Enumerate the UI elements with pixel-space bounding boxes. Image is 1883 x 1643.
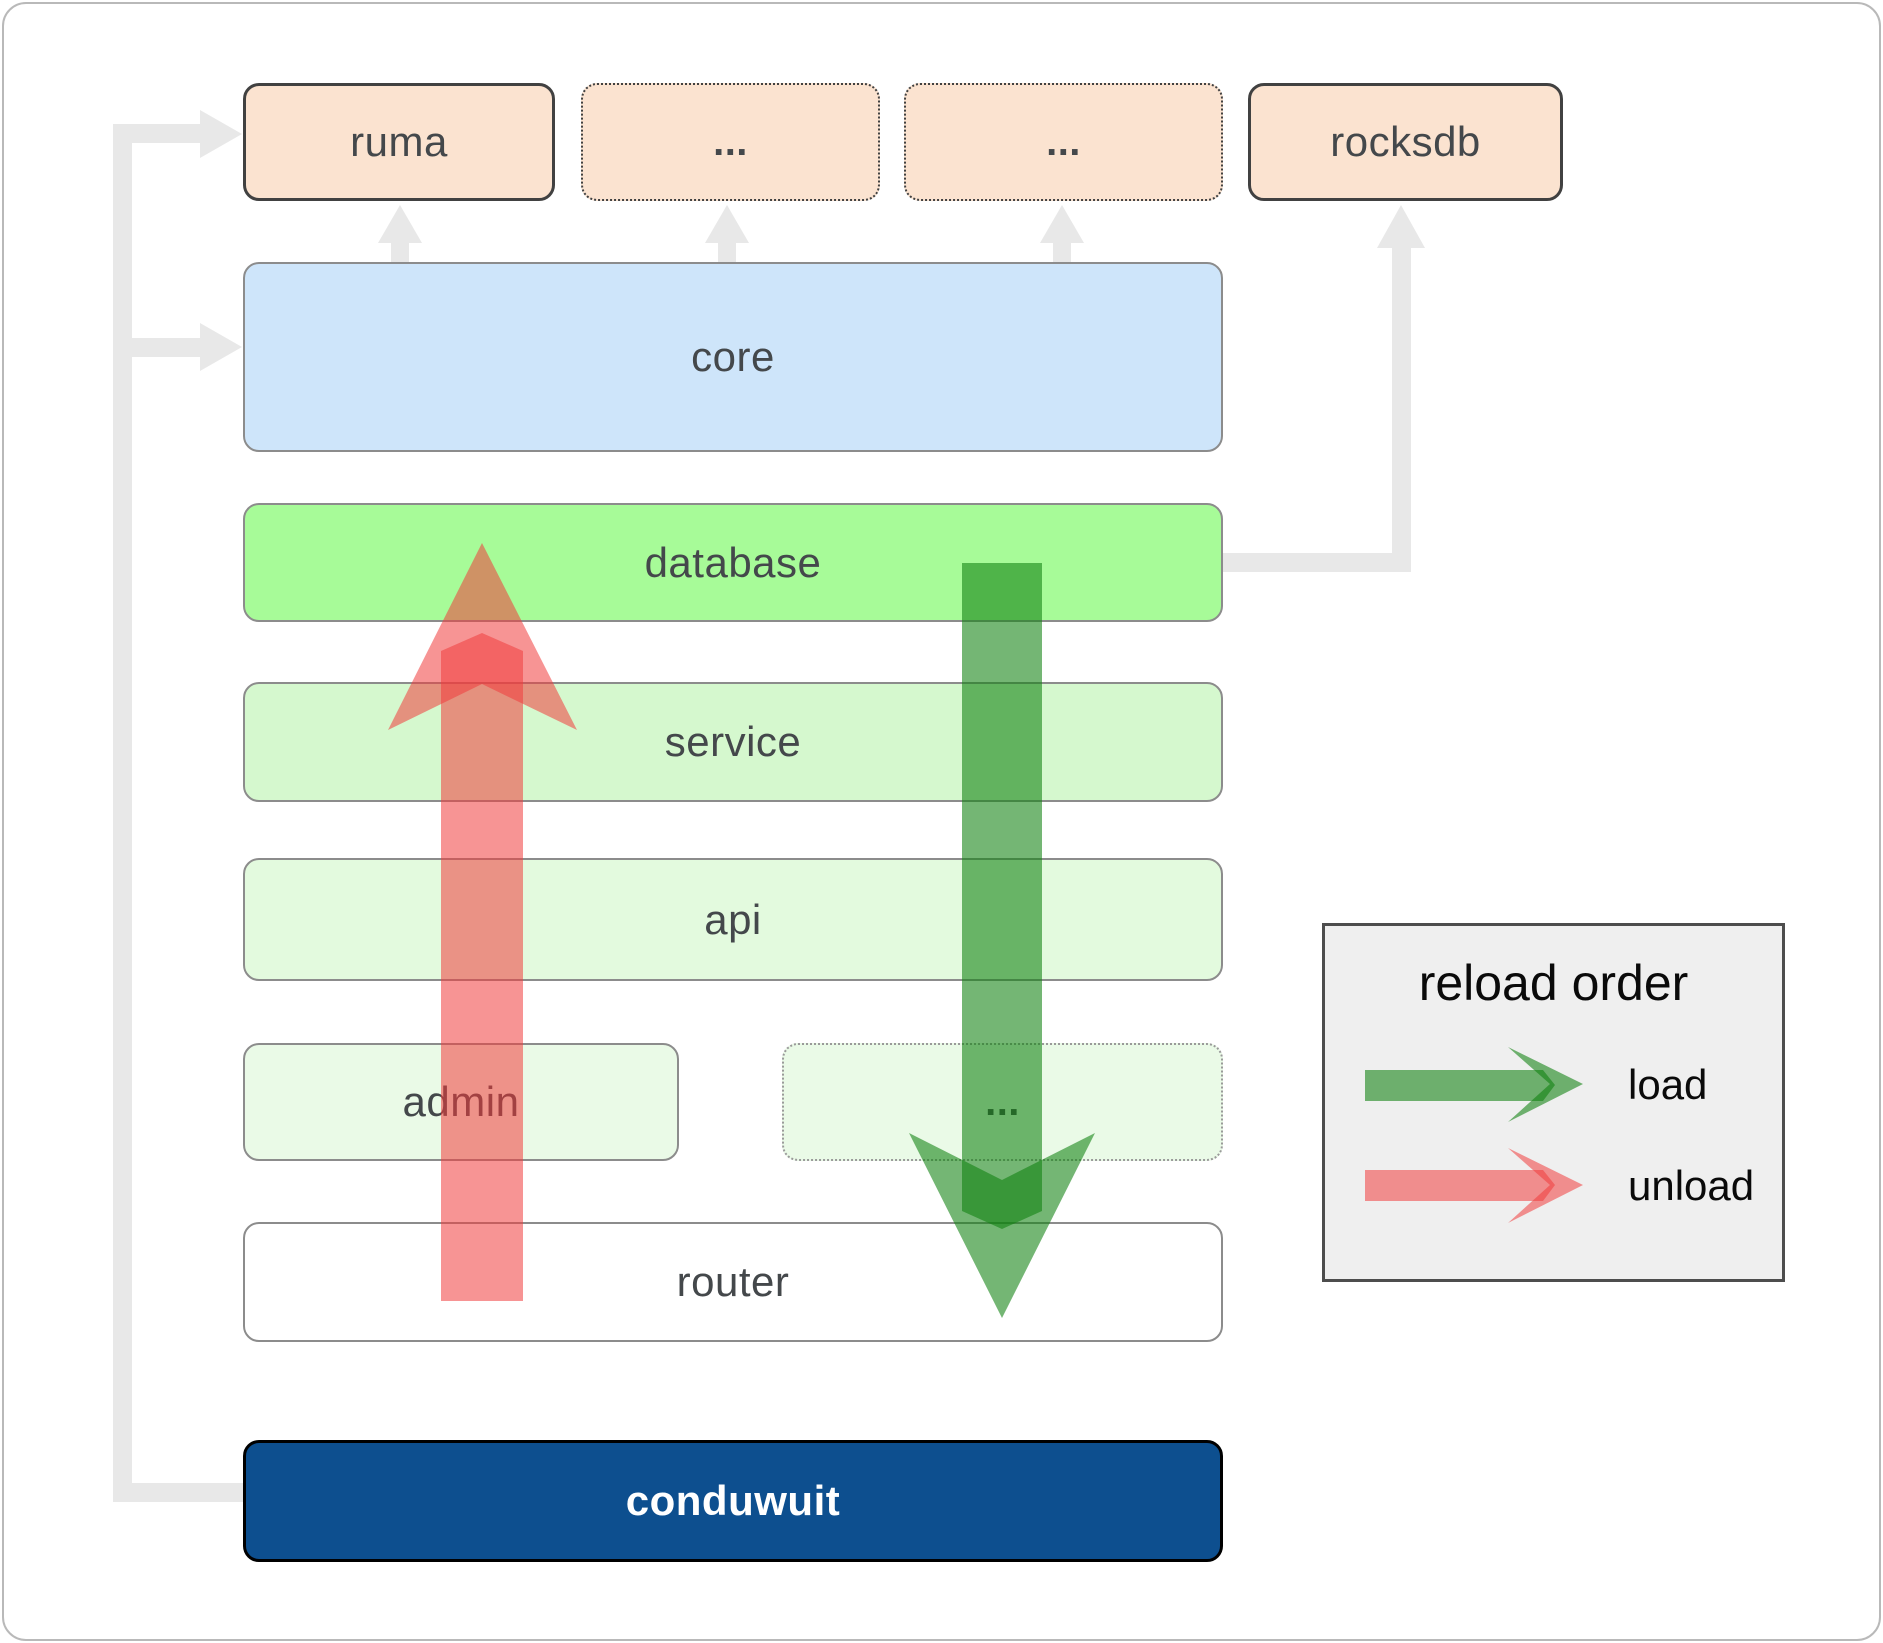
unload-arrow-icon bbox=[1365, 1148, 1583, 1223]
node-ruma: ruma bbox=[243, 83, 555, 201]
legend-load-label: load bbox=[1628, 1061, 1708, 1108]
node-label: ruma bbox=[350, 118, 448, 165]
legend-title: reload order bbox=[1418, 955, 1689, 1011]
node-label: core bbox=[691, 333, 775, 380]
node-label: service bbox=[664, 718, 802, 765]
node-router: router bbox=[243, 1222, 1223, 1342]
load-arrow-icon bbox=[1365, 1047, 1583, 1122]
node-label: database bbox=[644, 538, 822, 586]
node-label: admin bbox=[402, 1078, 520, 1125]
node-core: core bbox=[243, 262, 1223, 452]
node-database: database bbox=[243, 503, 1223, 622]
node-label: conduwuit bbox=[625, 1477, 841, 1524]
node-service: service bbox=[243, 682, 1223, 802]
node-admin: admin bbox=[243, 1043, 679, 1161]
node-label: api bbox=[704, 895, 762, 943]
node-label: rocksdb bbox=[1330, 118, 1481, 165]
node-rocksdb: rocksdb bbox=[1248, 83, 1563, 201]
node-dependency-other-1: ... bbox=[581, 83, 880, 201]
legend-unload-label: unload bbox=[1628, 1162, 1755, 1209]
node-api: api bbox=[243, 858, 1223, 981]
legend: reload order load unload bbox=[1322, 923, 1785, 1282]
node-services-other: ... bbox=[782, 1043, 1223, 1161]
node-label: router bbox=[676, 1258, 790, 1305]
node-label: ... bbox=[713, 119, 748, 164]
node-label: ... bbox=[985, 1079, 1020, 1124]
node-dependency-other-2: ... bbox=[904, 83, 1223, 201]
node-label: ... bbox=[1046, 119, 1081, 164]
node-conduwuit: conduwuit bbox=[243, 1440, 1223, 1562]
